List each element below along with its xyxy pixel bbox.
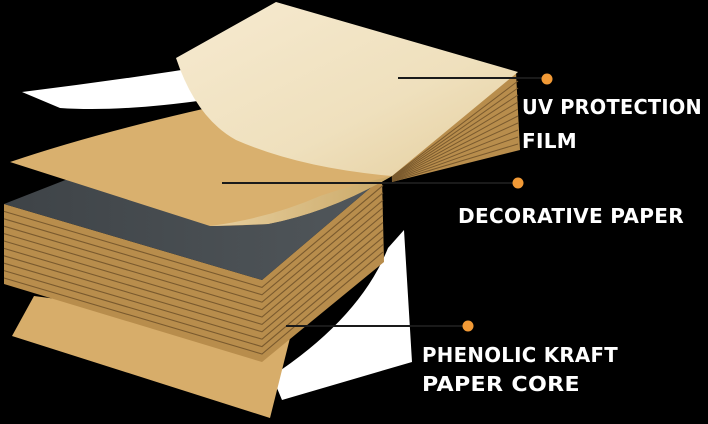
kraft-core-side [262,178,384,362]
uv-layer-line [391,122,519,181]
uv-layer-line [391,94,519,179]
kraft-layer-line [3,244,384,348]
decorative-marker-dot [512,177,524,189]
uv-stack-layer-lines [391,80,519,183]
uv-marker-dot [541,73,553,85]
kraft-layer-line [3,192,384,296]
kraft-layer-line [3,221,384,326]
uv-layer-line [391,136,519,182]
kraft-core-layer-lines [3,184,384,355]
kraft-layer-line [3,236,384,340]
uv-layer-line [391,143,519,183]
kraft-layer-line [3,199,384,303]
kraft-layer-line [3,229,384,333]
kraft-core-label-line1: PHENOLIC KRAFT [422,343,618,367]
uv-layer-line [391,80,519,177]
decorative-paper-label: DECORATIVE PAPER [458,204,684,228]
uv-layer-line [391,129,519,181]
kraft-core-label-line2: PAPER CORE [422,372,580,396]
uv-protection-film [176,2,518,176]
kraft-core-front [4,204,262,362]
kraft-layer-line [3,214,384,318]
kraft-marker-dot [462,320,474,332]
white-sheet-curl [22,64,220,109]
kraft-layer-line [3,184,384,289]
kraft-layer-line [3,251,384,355]
uv-layer-line [391,115,519,180]
kraft-layer-line [3,207,384,311]
uv-layer-line [391,87,519,178]
backing-paper [272,230,412,400]
uv-layer-line [391,108,519,180]
uv-film-curl [210,176,392,226]
uv-layer-line [391,101,519,179]
uv-film-label-line1: UV PROTECTION [522,95,702,119]
uv-film-label-line2: FILM [522,129,577,153]
